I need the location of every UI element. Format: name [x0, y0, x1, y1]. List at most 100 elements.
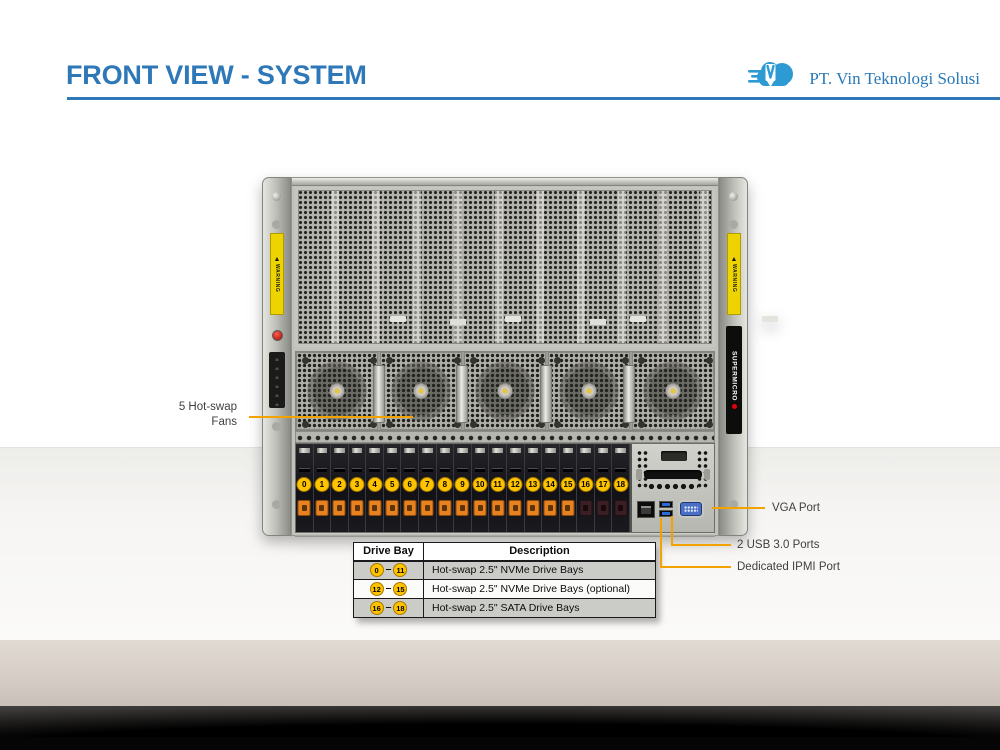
- drive-bay-latch: [526, 500, 540, 516]
- bottom-black-bar: [0, 737, 1000, 750]
- screws: [554, 357, 561, 364]
- background-floor: [0, 640, 1000, 706]
- screws: [470, 357, 477, 364]
- drive-bay-number-badge: 18: [613, 477, 629, 492]
- usb-callout-line: [671, 544, 731, 546]
- range-dash: –: [385, 563, 392, 576]
- drive-bay-number-badge: 7: [419, 477, 435, 492]
- drive-bay: 9: [454, 444, 472, 532]
- screws: [638, 357, 645, 364]
- drive-bay: 16: [577, 444, 595, 532]
- server-front-view: 0 1 2 3 4 5 6 7 8 9 10 11 12 13: [262, 177, 748, 537]
- server-body: 0 1 2 3 4 5 6 7 8 9 10 11 12 13: [291, 177, 719, 537]
- warning-text: WARNING: [731, 263, 737, 292]
- warning-icon: ▲: [730, 256, 738, 264]
- fan-module: [296, 352, 378, 430]
- table-row: 12–15 Hot-swap 2.5" NVMe Drive Bays (opt…: [353, 579, 656, 599]
- chassis-base: [295, 533, 715, 537]
- drive-bay: 13: [524, 444, 543, 532]
- fan-handle: [456, 365, 469, 423]
- drive-bay-number-badge: 15: [560, 477, 576, 492]
- brand-name: SUPERMICRO: [730, 351, 738, 402]
- drive-bay: 15: [559, 444, 578, 532]
- usb-port: [659, 501, 673, 508]
- gpu-grille: [295, 187, 715, 347]
- drive-bay-latch: [596, 500, 610, 516]
- drive-bay: 11: [489, 444, 507, 532]
- screws: [302, 357, 309, 364]
- drive-bay-latch: [491, 500, 505, 516]
- vga-callout-label: VGA Port: [772, 502, 820, 514]
- page-title: FRONT VIEW - SYSTEM: [66, 60, 367, 90]
- drive-bay: 2: [331, 444, 349, 532]
- drive-bay: 6: [401, 444, 420, 532]
- left-mounting-ear: ▲WARNING: [262, 177, 291, 536]
- vent-dots: [697, 450, 709, 490]
- bay-range-start-badge: 16: [369, 601, 384, 615]
- drive-bay: 7: [419, 444, 437, 532]
- bay-description-cell: Hot-swap 2.5" NVMe Drive Bays: [423, 560, 656, 580]
- drive-bay-latch: [332, 500, 346, 516]
- screws: [729, 192, 738, 201]
- ipmi-callout-line: [660, 518, 662, 568]
- fan-module: [380, 352, 462, 430]
- drive-bay-latch: [315, 500, 329, 516]
- bay-range-cell: 0–11: [353, 560, 424, 580]
- range-dash: –: [385, 581, 392, 594]
- company-name: PT. Vin Teknologi Solusi: [809, 68, 980, 88]
- drive-bay-latch: [403, 500, 417, 516]
- bay-range-end-badge: 18: [393, 601, 408, 615]
- table-row: 16–18 Hot-swap 2.5" SATA Drive Bays: [353, 598, 656, 618]
- cloud-logo-icon: [746, 56, 802, 101]
- drive-bay-number-badge: 8: [437, 477, 453, 492]
- drive-bay-number-badge: 17: [595, 477, 611, 492]
- table-header-row: Drive Bay Description: [353, 542, 656, 562]
- table-row: 0–11 Hot-swap 2.5" NVMe Drive Bays: [353, 560, 656, 580]
- vent-dot-row: [648, 483, 698, 490]
- drive-bay-number-badge: 12: [507, 477, 523, 492]
- range-dash: –: [385, 600, 392, 613]
- drive-bay: 1: [313, 444, 332, 532]
- drive-bay-number-badge: 13: [525, 477, 541, 492]
- drive-bay-number-badge: 3: [349, 477, 365, 492]
- drive-bays: 0 1 2 3 4 5 6 7 8 9 10 11 12 13: [296, 444, 630, 532]
- fan-module: [464, 352, 546, 430]
- bay-range-cell: 12–15: [353, 579, 424, 599]
- drive-bay-latch: [368, 500, 382, 516]
- drive-bay-latch: [561, 500, 575, 516]
- fan-handle: [372, 365, 385, 423]
- brand-dot: [731, 403, 737, 409]
- fans-callout-line: [249, 416, 413, 418]
- drive-bay-number-badge: 0: [296, 477, 312, 492]
- chassis-top-rail: [292, 178, 718, 186]
- fans-callout-label: 5 Hot-swap Fans: [178, 401, 237, 428]
- drive-bay-number-badge: 11: [490, 477, 506, 492]
- company-logo: PT. Vin Teknologi Solusi: [746, 56, 980, 101]
- ipmi-callout-label: Dedicated IPMI Port: [737, 561, 840, 573]
- drive-bay-number-badge: 10: [472, 477, 488, 492]
- usb-port: [659, 510, 673, 517]
- panel-slot: [636, 469, 710, 480]
- drive-bay-latch: [438, 500, 452, 516]
- bay-description-cell: Hot-swap 2.5" SATA Drive Bays: [423, 598, 656, 618]
- drive-bay: 18: [612, 444, 630, 532]
- screws: [386, 357, 393, 364]
- vent-dots: [637, 450, 649, 490]
- drive-bay-latch: [385, 500, 399, 516]
- bay-range-start-badge: 0: [369, 563, 384, 578]
- drive-bay-number-badge: 5: [384, 477, 400, 492]
- vga-port: [680, 502, 702, 516]
- bay-range-start-badge: 12: [369, 582, 384, 596]
- usb-callout-line: [671, 516, 673, 546]
- io-ports: [637, 498, 711, 520]
- right-mounting-ear: ▲WARNING SUPERMICRO: [719, 177, 748, 536]
- floor-shadow: [0, 706, 1000, 737]
- drive-bay-latch: [420, 500, 434, 516]
- drive-bay-latch: [614, 500, 628, 516]
- drive-bay-latch: [508, 500, 522, 516]
- vga-callout-line: [712, 507, 765, 509]
- drive-bay-latch: [579, 500, 593, 516]
- drive-bay: 12: [506, 444, 525, 532]
- drive-bay-row: 0 1 2 3 4 5 6 7 8 9 10 11 12 13: [295, 443, 715, 533]
